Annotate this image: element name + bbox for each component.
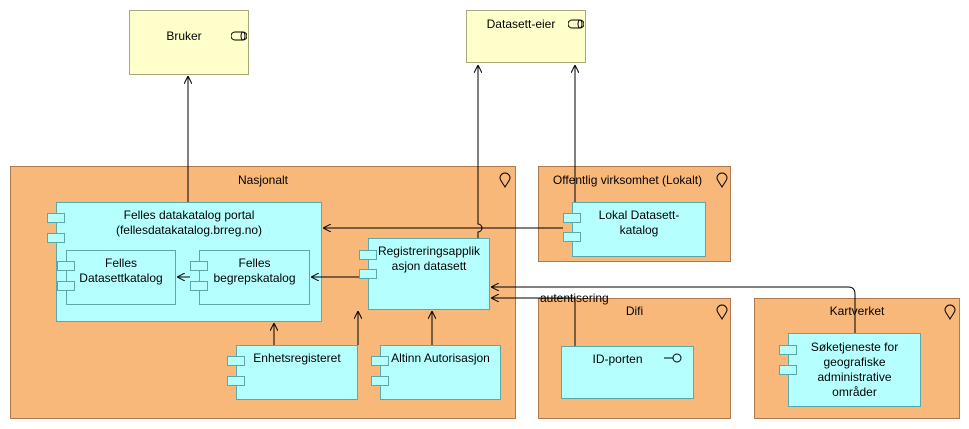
component-tab-icon — [779, 365, 797, 375]
datasettkatalog-label-line2: Datasettkatalog — [79, 271, 163, 285]
component-tab-icon — [57, 261, 75, 271]
datasettkatalog-label-line1: Felles — [104, 256, 137, 270]
enhetsregisteret-label: Enhetsregisteret — [253, 351, 341, 365]
component-tab-icon — [563, 213, 581, 223]
business-role-icon — [231, 31, 247, 41]
location-pin-icon — [499, 172, 511, 188]
component-tab-icon — [190, 281, 208, 291]
soke-label-line1: Søketjeneste for — [810, 340, 899, 354]
soke-label-line4: områder — [832, 385, 877, 399]
component-felles-begrepskatalog[interactable]: Felles begrepskatalog — [199, 250, 310, 305]
component-tab-icon — [227, 376, 245, 386]
lokal-label-line1: Lokal Datasett- — [598, 208, 680, 222]
component-registreringsapplikasjon[interactable]: Registreringsapplik asjon datasett — [368, 238, 490, 310]
component-tab-icon — [47, 233, 65, 243]
edge-idporten-to-registrering — [492, 298, 576, 346]
component-enhetsregisteret[interactable]: Enhetsregisteret — [236, 345, 358, 400]
edge-registrering-to-datasett-eier — [478, 66, 483, 238]
location-offentlig-label: Offentlig virksomhet (Lokalt) — [552, 173, 703, 187]
component-tab-icon — [563, 232, 581, 242]
component-tab-icon — [371, 376, 389, 386]
soke-label-line2: geografiske — [823, 355, 886, 369]
edge-soketjeneste-to-registrering — [492, 287, 856, 333]
component-tab-icon — [57, 281, 75, 291]
location-difi-label: Difi — [625, 304, 644, 318]
component-altinn-autorisasjon[interactable]: Altinn Autorisasjon — [380, 345, 501, 400]
portal-label-line1: Felles datakatalog portal — [123, 208, 255, 222]
begrepskatalog-label-line1: Felles — [238, 256, 271, 270]
actor-bruker[interactable]: Bruker — [129, 10, 249, 75]
idporten-label: ID-porten — [592, 352, 643, 366]
component-tab-icon — [371, 356, 389, 366]
location-pin-icon — [716, 304, 728, 320]
actor-datasett-eier[interactable]: Datasett-eier — [466, 10, 586, 63]
component-tab-icon — [190, 261, 208, 271]
component-tab-icon — [47, 213, 65, 223]
altinn-label: Altinn Autorisasjon — [391, 351, 490, 365]
business-role-icon — [568, 19, 584, 29]
interface-id-porten[interactable]: ID-porten — [561, 346, 694, 399]
lokal-label-line2: katalog — [619, 223, 659, 237]
component-soketjeneste[interactable]: Søketjeneste for geografiske administrat… — [788, 333, 921, 407]
component-tab-icon — [359, 250, 377, 260]
location-nasjonalt-label: Nasjonalt — [237, 173, 289, 187]
location-kartverket-label: Kartverket — [829, 304, 885, 318]
actor-bruker-label: Bruker — [166, 29, 202, 43]
registrering-label-line2: asjon datasett — [391, 259, 467, 273]
actor-datasett-eier-label: Datasett-eier — [486, 17, 556, 31]
begrepskatalog-label-line2: begrepskatalog — [213, 271, 296, 285]
component-tab-icon — [779, 345, 797, 355]
location-pin-icon — [716, 172, 728, 188]
component-tab-icon — [227, 356, 245, 366]
component-tab-icon — [359, 269, 377, 279]
portal-label-line2: (fellesdatakatalog.brreg.no) — [115, 223, 263, 237]
soke-label-line3: administrative — [817, 370, 892, 384]
interface-icon — [664, 353, 682, 363]
component-lokal-datasett-katalog[interactable]: Lokal Datasett- katalog — [572, 202, 706, 257]
location-pin-icon — [944, 304, 956, 320]
registrering-label-line1: Registreringsapplik — [377, 244, 481, 258]
component-felles-datasettkatalog[interactable]: Felles Datasettkatalog — [66, 250, 176, 305]
edge-label-autentisering: autentisering — [540, 291, 609, 305]
